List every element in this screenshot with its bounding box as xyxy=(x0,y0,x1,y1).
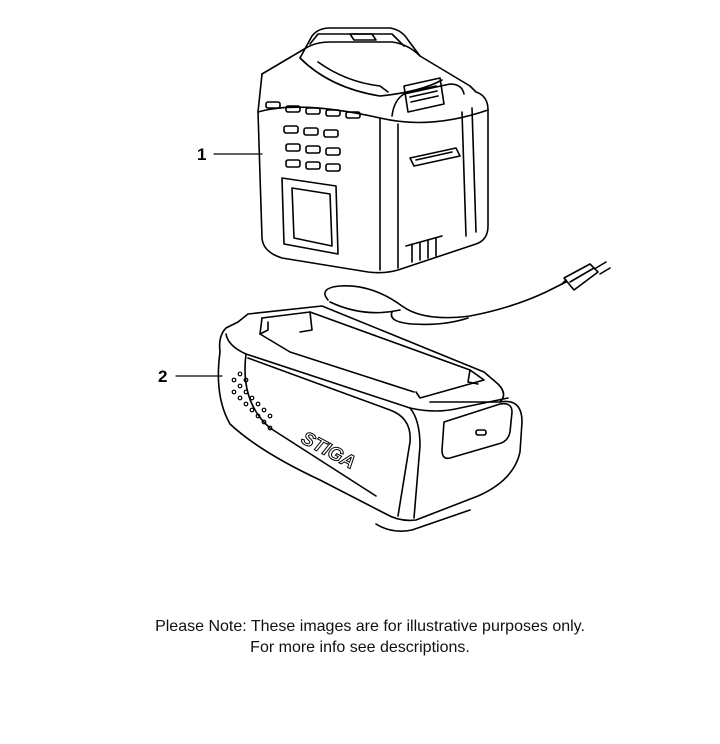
callout-2-number: 2 xyxy=(158,367,167,386)
disclaimer-line-2: For more info see descriptions. xyxy=(250,639,470,656)
charger-base xyxy=(217,305,523,532)
disclaimer-line-1: Please Note: These images are for illust… xyxy=(155,618,585,635)
charger-vents xyxy=(231,371,273,431)
stiga-logo: STIGA xyxy=(298,428,359,474)
power-cord xyxy=(324,261,611,326)
battery-pack xyxy=(257,27,489,274)
battery-vents xyxy=(265,101,361,172)
callout-1-number: 1 xyxy=(197,145,206,164)
